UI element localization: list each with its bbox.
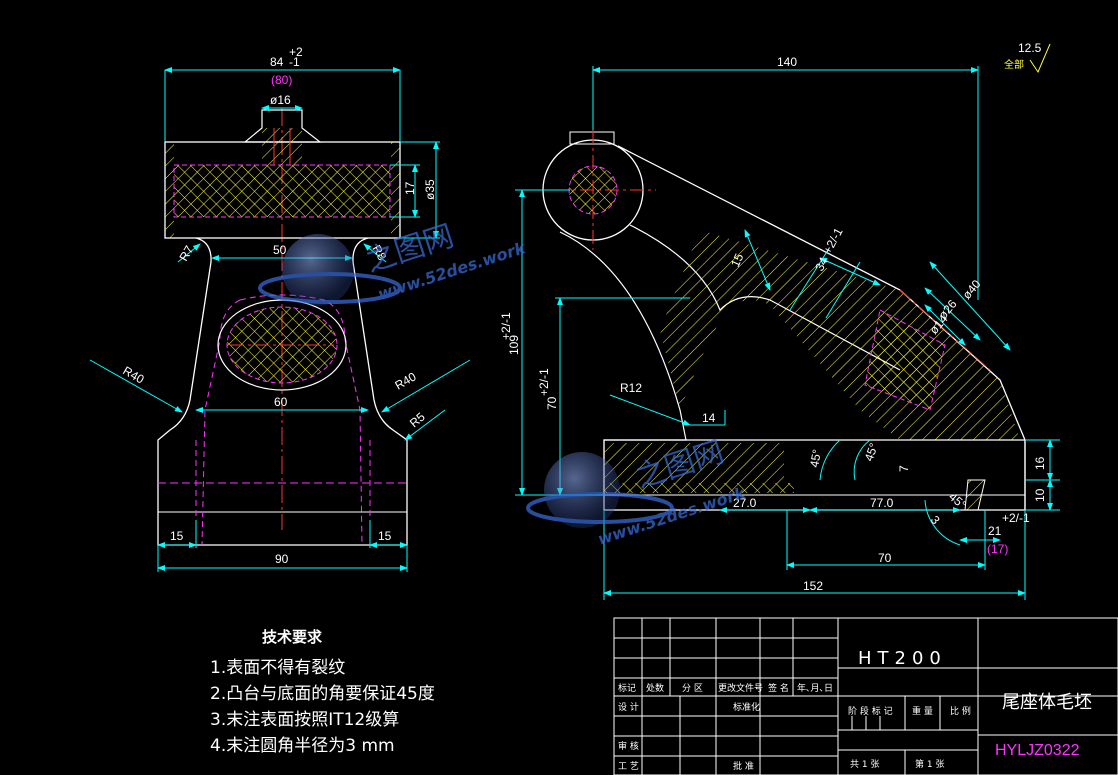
dim-height-ctr-tol: +2/-1 bbox=[499, 312, 513, 340]
svg-text:审 核: 审 核 bbox=[618, 740, 639, 752]
dim-top-width: 84 bbox=[270, 55, 284, 69]
dim-r7: R7 bbox=[176, 243, 196, 264]
left-view: 84 +2 -1 (80) ø16 17 ø35 50 R7 R8 R40 R4… bbox=[89, 45, 471, 572]
svg-text:重 量: 重 量 bbox=[912, 705, 933, 717]
svg-text:比 例: 比 例 bbox=[950, 705, 971, 717]
svg-text:批 准: 批 准 bbox=[733, 760, 754, 772]
svg-text:第 1 张: 第 1 张 bbox=[915, 758, 944, 770]
dim-overall-bottom: 152 bbox=[803, 579, 823, 593]
svg-text:签 名: 签 名 bbox=[768, 682, 789, 694]
dim-15: 15 bbox=[728, 251, 746, 269]
dim-10: 10 bbox=[1033, 488, 1047, 502]
tech-requirements: 技术要求 1.表面不得有裂纹 2.凸台与底面的角要保证45度 3.末注表面按照I… bbox=[210, 626, 435, 759]
dim-16: 16 bbox=[1033, 456, 1047, 470]
dim-arm-34: 34 bbox=[812, 255, 831, 274]
dim-mid-width: 60 bbox=[274, 395, 288, 409]
dim-base-right: 15 bbox=[378, 529, 392, 543]
svg-text:阶 段 标 记: 阶 段 标 记 bbox=[848, 705, 893, 717]
dim-neck-width: 50 bbox=[273, 243, 287, 257]
dim-height-70: 70 bbox=[545, 396, 559, 410]
tech-requirements-title: 技术要求 bbox=[262, 628, 323, 646]
part-name: 尾座体毛坯 bbox=[1002, 692, 1092, 713]
title-block-text: 标记 处数 分 区 更改文件号 签 名 年､月､日 设 计 标准化 阶 段 标 … bbox=[618, 648, 1092, 772]
svg-text:分 区: 分 区 bbox=[682, 683, 703, 694]
svg-text:12.5: 12.5 bbox=[1018, 41, 1042, 55]
dim-r5: R5 bbox=[407, 410, 428, 431]
dim-top-ref: (80) bbox=[271, 73, 292, 87]
dim-7: 7 bbox=[897, 465, 911, 472]
dim-arm-34-tol: +2/-1 bbox=[820, 225, 846, 256]
dim-height-70-tol: +2/-1 bbox=[537, 368, 551, 396]
svg-text:共 1 张: 共 1 张 bbox=[850, 759, 879, 770]
tech-requirement-2: 2.凸台与底面的角要保证45度 bbox=[210, 684, 435, 704]
dim-boss-dia: ø16 bbox=[270, 93, 291, 107]
svg-text:标记: 标记 bbox=[618, 682, 636, 694]
dim-base-left: 15 bbox=[170, 529, 184, 543]
svg-text:设 计: 设 计 bbox=[618, 701, 639, 713]
dim-top-width-tol-upper: +2 bbox=[289, 45, 303, 59]
svg-text:年､月､日: 年､月､日 bbox=[797, 682, 833, 694]
dim-r40-left: R40 bbox=[121, 363, 147, 386]
title-block bbox=[613, 617, 1118, 775]
dim-21: 21 bbox=[988, 524, 1002, 538]
dim-r8: R8 bbox=[369, 243, 389, 264]
dim-overall-top: 140 bbox=[777, 55, 797, 69]
roughness-prefix: 全部 bbox=[1004, 58, 1024, 71]
svg-text:更改文件号: 更改文件号 bbox=[718, 682, 763, 694]
dim-top-width-tol-lower: -1 bbox=[289, 55, 300, 69]
dim-21-tol: +2/-1 bbox=[1002, 511, 1030, 525]
drawing-code: HYLJZ0322 bbox=[995, 742, 1080, 759]
svg-text:工 艺: 工 艺 bbox=[618, 761, 639, 772]
dim-27: 27.0 bbox=[733, 496, 757, 510]
tech-requirement-3: 3.末注表面按照IT12级算 bbox=[210, 710, 400, 730]
dim-r12: R12 bbox=[620, 381, 642, 395]
roughness-symbol: 12.5 全部 bbox=[1004, 41, 1051, 74]
tech-requirement-4: 4.末注圆角半径为3 mm bbox=[210, 736, 395, 756]
dim-thickness: 17 bbox=[403, 181, 417, 195]
dim-77: 77.0 bbox=[870, 496, 894, 510]
svg-text:处数: 处数 bbox=[646, 682, 664, 694]
dim-height-ctr: 109 bbox=[507, 335, 521, 355]
material-label: HT200 bbox=[858, 648, 947, 669]
dim-14: 14 bbox=[702, 411, 716, 425]
dim-angle-45b: 45° bbox=[862, 441, 881, 463]
dim-angle-45a: 45° bbox=[807, 448, 824, 468]
dim-r40-right: R40 bbox=[393, 369, 419, 392]
svg-text:标准化: 标准化 bbox=[733, 701, 760, 713]
dim-bore-dia: ø35 bbox=[423, 179, 437, 200]
dim-70: 70 bbox=[878, 551, 892, 565]
dim-3: 3 bbox=[928, 513, 943, 527]
dim-ref-17: (17) bbox=[987, 542, 1008, 556]
dim-base-width: 90 bbox=[275, 552, 289, 566]
tech-requirement-1: 1.表面不得有裂纹 bbox=[210, 658, 346, 678]
